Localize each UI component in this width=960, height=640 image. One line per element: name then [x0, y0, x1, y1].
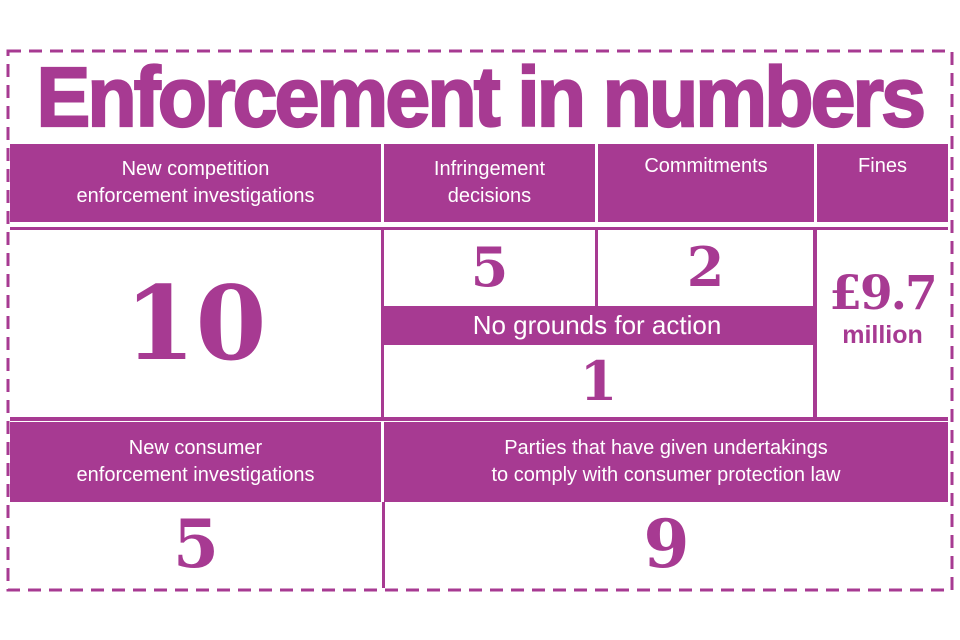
dashed-border	[6, 49, 954, 592]
header-consumer-line1: New consumer	[128, 437, 263, 459]
value-competition: 10	[124, 263, 267, 384]
value-infringement: 5	[470, 235, 509, 299]
header-undertakings-line1: Parties that have given undertakings	[504, 437, 828, 459]
header-fines-label: Fines	[858, 155, 907, 177]
page-title-text: Enforcement in numbers	[36, 48, 928, 144]
value-consumer: 5	[173, 505, 219, 583]
page-title: Enforcement in numbers	[10, 48, 950, 144]
header-cell-undertakings: Parties that have given undertakings to …	[384, 422, 948, 502]
value-commitments: 2	[686, 235, 725, 299]
header-commitments-label: Commitments	[644, 155, 768, 177]
header-infringement-line2: decisions	[447, 185, 532, 207]
value-no-grounds: 1	[579, 349, 618, 413]
header-consumer-line2: enforcement investigations	[76, 464, 315, 486]
no-grounds-band: No grounds for action	[381, 306, 813, 345]
header-cell-commitments: Commitments	[598, 144, 814, 222]
value-undertakings: 9	[643, 505, 690, 583]
rule-body1-bottom	[10, 417, 948, 421]
header-cell-infringement: Infringement decisions	[384, 144, 595, 222]
divider-infringement-commitments	[595, 227, 598, 307]
fines-value-block: £9.7 million	[817, 216, 948, 403]
header-undertakings-line2: to comply with consumer protection law	[491, 464, 841, 486]
header-cell-consumer: New consumer enforcement investigations	[10, 422, 381, 502]
value-fines-unit: million	[842, 320, 923, 349]
header-infringement-line1: Infringement	[433, 158, 546, 180]
header-competition-line1: New competition	[121, 158, 270, 180]
header-cell-fines: Fines	[817, 144, 948, 222]
header-cell-competition: New competition enforcement investigatio…	[10, 144, 381, 222]
no-grounds-label: No grounds for action	[472, 310, 722, 340]
rule-body1-top	[10, 227, 948, 230]
divider-bottom-row	[382, 502, 385, 588]
value-fines-amount: £9.7	[829, 265, 937, 321]
divider-fines-left	[813, 227, 817, 421]
header-competition-line2: enforcement investigations	[76, 185, 315, 207]
